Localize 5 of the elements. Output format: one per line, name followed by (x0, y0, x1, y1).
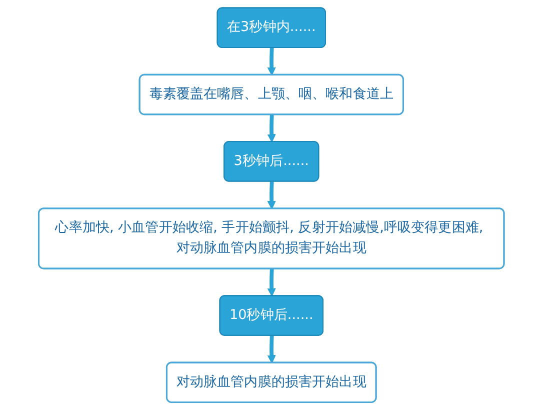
arrow (267, 336, 276, 364)
arrow (267, 268, 276, 296)
arrow (267, 114, 276, 142)
arrow (267, 48, 276, 76)
arrow (267, 182, 276, 210)
